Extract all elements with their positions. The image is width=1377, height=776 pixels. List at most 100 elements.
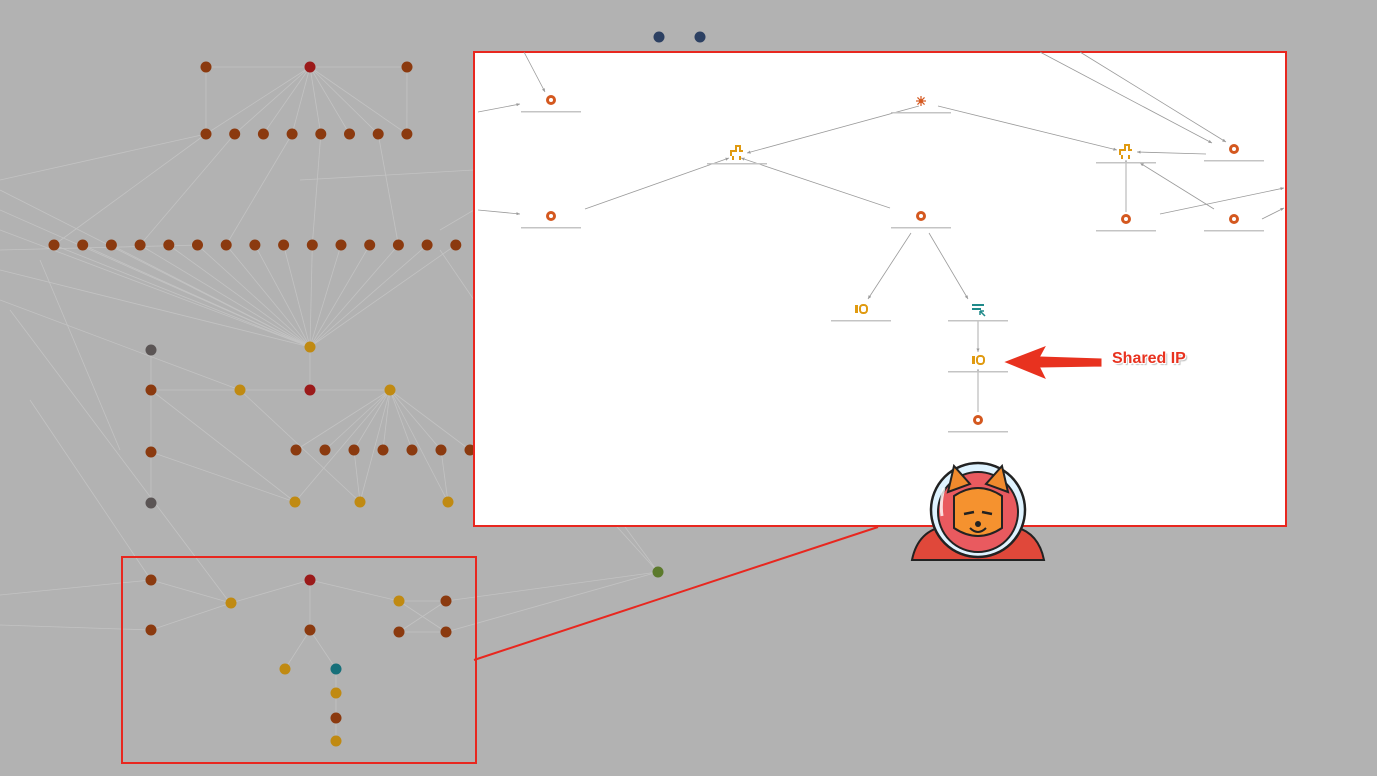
graph-node[interactable]: [200, 128, 212, 140]
graph-node[interactable]: [450, 239, 462, 251]
graph-node[interactable]: [364, 239, 376, 251]
graph-node[interactable]: [278, 239, 290, 251]
graph-node[interactable]: [279, 663, 291, 675]
graph-node[interactable]: [384, 384, 396, 396]
graph-node[interactable]: [286, 128, 298, 140]
graph-node[interactable]: [77, 239, 89, 251]
graph-edge: [309, 244, 342, 348]
node-caption-placeholder: [948, 431, 1008, 433]
graph-node[interactable]: [421, 239, 433, 251]
graph-edge: [205, 66, 311, 135]
graph-node[interactable]: [401, 61, 413, 73]
graph-node[interactable]: [304, 574, 316, 586]
graph-node[interactable]: [134, 239, 146, 251]
graph-node[interactable]: [330, 663, 342, 675]
graph-node[interactable]: [145, 344, 157, 356]
graph-node[interactable]: [344, 128, 355, 140]
domain-icon[interactable]: [707, 145, 767, 165]
graph-edge: [197, 244, 311, 348]
graph-node[interactable]: [234, 384, 246, 396]
graph-node[interactable]: [372, 128, 384, 140]
graph-node[interactable]: [200, 61, 212, 73]
graph-edge: [53, 133, 207, 246]
file-hash-icon[interactable]: [891, 96, 951, 114]
graph-edge: [619, 519, 659, 573]
graph-node[interactable]: [435, 444, 447, 456]
graph-node[interactable]: [304, 341, 316, 353]
graph-node[interactable]: [105, 239, 117, 251]
graph-node[interactable]: [330, 735, 342, 747]
graph-node[interactable]: [249, 239, 261, 251]
node-caption-placeholder: [831, 320, 891, 322]
virus-icon[interactable]: [948, 415, 1008, 433]
virus-icon[interactable]: [1204, 144, 1264, 162]
graph-node[interactable]: [145, 446, 157, 458]
graph-edge: [291, 66, 311, 135]
graph-node[interactable]: [289, 496, 301, 508]
graph-node[interactable]: [335, 239, 347, 251]
graph-edge: [377, 133, 399, 246]
graph-edge: [299, 169, 475, 181]
graph-node[interactable]: [192, 239, 203, 251]
graph-node[interactable]: [354, 496, 366, 508]
graph-node[interactable]: [48, 239, 60, 251]
graph-node[interactable]: [348, 444, 360, 456]
graph-node[interactable]: [401, 128, 413, 140]
graph-node[interactable]: [315, 128, 327, 140]
graph-node[interactable]: [652, 566, 664, 578]
graph-node[interactable]: [145, 624, 157, 636]
graph-node[interactable]: [290, 444, 302, 456]
graph-edge: [0, 189, 311, 348]
graph-edge: [0, 133, 207, 181]
graph-edge: [311, 133, 322, 246]
graph-node[interactable]: [163, 239, 175, 251]
node-caption-placeholder: [891, 227, 951, 229]
ip-address-icon[interactable]: [948, 355, 1008, 373]
graph-node[interactable]: [145, 574, 157, 586]
graph-node[interactable]: [306, 239, 318, 251]
virus-icon[interactable]: [1204, 214, 1264, 232]
virus-icon[interactable]: [1096, 214, 1156, 232]
graph-node[interactable]: [304, 624, 316, 636]
domain-icon[interactable]: [1096, 144, 1156, 164]
graph-node[interactable]: [304, 61, 316, 73]
graph-node[interactable]: [145, 497, 157, 509]
virus-icon[interactable]: [521, 95, 581, 113]
node-caption-placeholder: [1204, 230, 1264, 232]
url-icon[interactable]: [948, 304, 1008, 322]
graph-edge: [353, 389, 391, 451]
graph-node[interactable]: [440, 626, 452, 638]
graph-node[interactable]: [229, 128, 241, 140]
graph-edge: [445, 571, 659, 602]
graph-node[interactable]: [694, 31, 706, 43]
graph-node[interactable]: [653, 31, 665, 43]
graph-nodes: [48, 31, 706, 747]
graph-node[interactable]: [393, 626, 405, 638]
graph-edge: [309, 244, 457, 348]
graph-node[interactable]: [393, 595, 405, 607]
graph-edge: [0, 209, 311, 348]
graph-node[interactable]: [319, 444, 331, 456]
graph-node[interactable]: [330, 712, 342, 724]
graph-node[interactable]: [330, 687, 342, 699]
graph-node[interactable]: [464, 444, 476, 456]
graph-node[interactable]: [442, 496, 454, 508]
zoom-edge: [477, 209, 521, 216]
graph-edge: [150, 602, 232, 631]
graph-node[interactable]: [257, 128, 269, 140]
graph-edge: [39, 259, 121, 451]
graph-edge: [150, 579, 232, 604]
graph-node[interactable]: [406, 444, 418, 456]
graph-edge: [139, 244, 311, 348]
graph-node[interactable]: [225, 597, 237, 609]
graph-node[interactable]: [392, 239, 404, 251]
ip-address-icon[interactable]: [831, 304, 891, 322]
graph-node[interactable]: [377, 444, 389, 456]
graph-node[interactable]: [304, 384, 316, 396]
virus-icon[interactable]: [521, 211, 581, 229]
graph-node[interactable]: [220, 239, 232, 251]
zoom-nodes: [521, 95, 1264, 433]
virus-icon[interactable]: [891, 211, 951, 229]
graph-node[interactable]: [440, 595, 452, 607]
graph-node[interactable]: [145, 384, 157, 396]
